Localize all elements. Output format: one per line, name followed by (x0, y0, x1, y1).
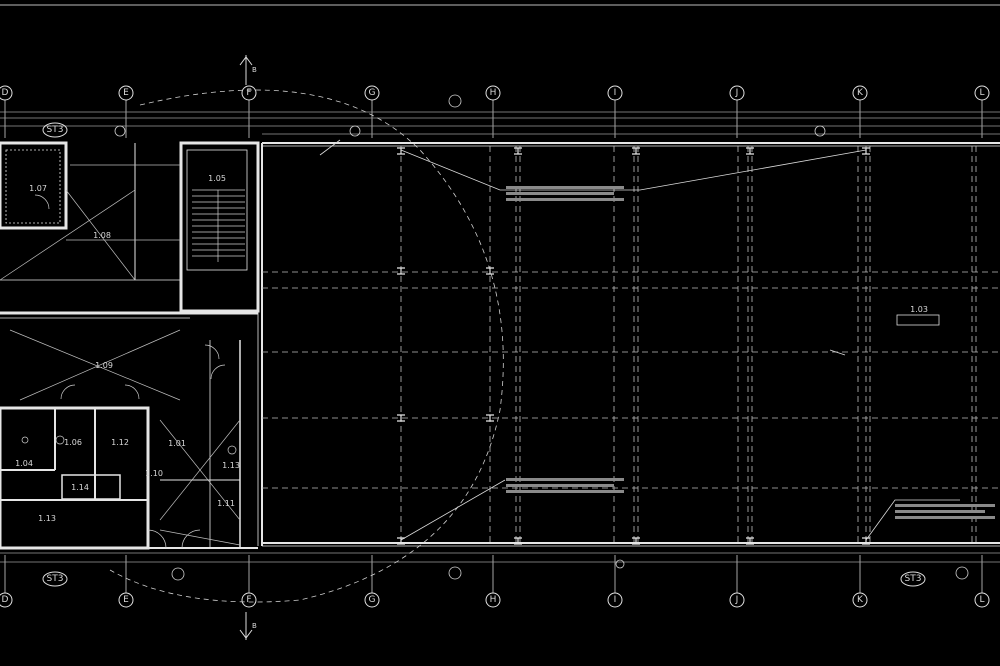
grid-bubble-label-H: H (490, 88, 497, 98)
main-hall (257, 142, 1000, 547)
room-label-1.03: 1.03 (910, 305, 928, 314)
grid-bubble-J (729, 592, 745, 608)
section-cut-label-bottom: B (252, 622, 257, 630)
annotation-notes (506, 186, 995, 519)
grid-bubble-D (0, 592, 13, 608)
grid-bubble-label-K: K (857, 88, 864, 98)
grid-bubble-J (729, 85, 745, 101)
grid-bubble-label-I: I (614, 88, 617, 98)
grid-bubble-label-F: F (246, 595, 251, 605)
room-label-1.06: 1.06 (64, 438, 82, 447)
section-cut-top: B (239, 55, 257, 85)
grid-bubble-label-K: K (857, 595, 864, 605)
grid-bubble-label-J: J (735, 88, 739, 98)
grid-bubble-label-G: G (369, 88, 376, 98)
grid-bubble-label-D: D (2, 595, 9, 605)
left-wing-walls (0, 141, 260, 550)
grid-bubble-L (974, 592, 990, 608)
room-labels: 1.07 1.08 1.05 1.09 1.06 1.12 1.01 1.04 … (15, 174, 928, 523)
annotation-leaders (319, 139, 960, 541)
grid-bubble-G (364, 85, 380, 101)
grid-bubble-label-E: E (123, 88, 129, 98)
grid-bubble-label-H: H (490, 595, 497, 605)
room-label-1.13: 1.13 (38, 514, 56, 523)
room-label-1.05: 1.05 (208, 174, 226, 183)
grid-bubble-G (364, 592, 380, 608)
column-markers (397, 147, 870, 545)
door-swing-arc (109, 89, 504, 603)
grid-bubble-D (0, 85, 13, 101)
grid-bubble-label-D: D (2, 88, 9, 98)
grid-axis-bottom: D E F G H I J K L (0, 555, 990, 608)
grid-bubble-label-L: L (979, 595, 984, 605)
grid-bubble-F (241, 592, 257, 608)
section-marker-left-label: ST3 (47, 125, 64, 135)
grid-bubble-label-L: L (979, 88, 984, 98)
grid-bubble-F (241, 85, 257, 101)
grid-bubble-E (118, 85, 134, 101)
grid-bubble-H (485, 85, 501, 101)
cross-bracing (0, 164, 241, 546)
section-cut-label-top: B (252, 66, 257, 74)
grid-bubble-L (974, 85, 990, 101)
grid-bubble-E (118, 592, 134, 608)
room-label-1.09: 1.09 (95, 361, 113, 370)
room-label-1.14: 1.14 (71, 483, 89, 492)
grid-bubble-H (485, 592, 501, 608)
grid-bubble-I (607, 85, 623, 101)
room-label-1.10: 1.10 (145, 469, 163, 478)
room-label-1.07: 1.07 (29, 184, 47, 193)
room-label-1.01: 1.01 (168, 439, 186, 448)
section-marker-right-label: ST3 (905, 574, 922, 584)
room-label-1.04: 1.04 (15, 459, 33, 468)
grid-bubble-label-J: J (735, 595, 739, 605)
staircase (192, 189, 245, 262)
section-cut-bottom: B (239, 612, 257, 640)
axis-symbols (114, 94, 969, 581)
grid-bubble-I (607, 592, 623, 608)
dimension-lines-bottom (0, 552, 1000, 563)
grid-bubble-label-E: E (123, 595, 129, 605)
grid-bubble-label-F: F (246, 88, 251, 98)
section-marker-right: ST3 (900, 571, 926, 587)
door-arcs (21, 194, 237, 549)
grid-bubble-label-I: I (614, 595, 617, 605)
structural-grid (262, 146, 1000, 543)
room-label-1.13: 1.13 (222, 461, 240, 470)
grid-bubble-K (852, 85, 868, 101)
dimension-lines-top (0, 111, 1000, 135)
grid-axis-top: D E F G H I J K L (0, 85, 990, 138)
section-marker-left-bottom-label: ST3 (47, 574, 64, 584)
section-marker-left: ST3 ST3 (42, 122, 68, 587)
room-label-1.11: 1.11 (217, 499, 235, 508)
grid-bubble-K (852, 592, 868, 608)
room-label-1.08: 1.08 (93, 231, 111, 240)
grid-bubble-label-G: G (369, 595, 376, 605)
room-label-1.12: 1.12 (111, 438, 129, 447)
